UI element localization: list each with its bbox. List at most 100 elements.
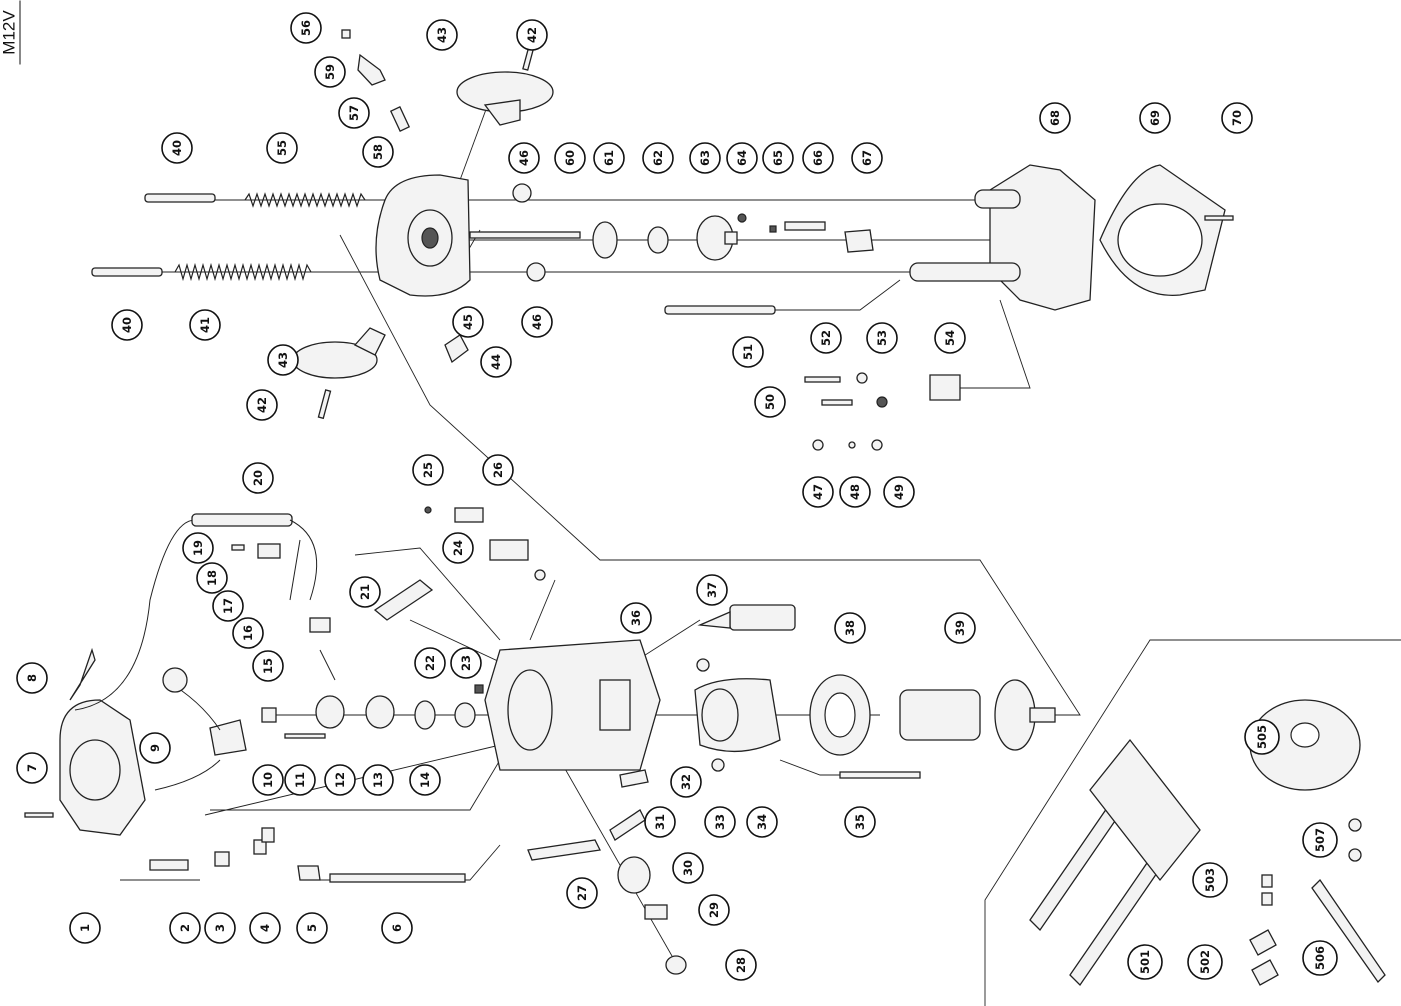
callout-label: 50: [763, 394, 777, 410]
callout-label: 44: [489, 354, 503, 370]
callout-22-21: 22: [414, 647, 446, 679]
callout-label: 6: [390, 924, 404, 932]
callout-label: 17: [221, 598, 235, 614]
upper-assembly: [91, 29, 1234, 451]
callout-60-63: 60: [554, 142, 586, 174]
callout-51-54: 51: [732, 336, 764, 368]
callout-64-67: 64: [726, 142, 758, 174]
callout-label: 43: [276, 352, 290, 368]
callout-65-68: 65: [762, 142, 794, 174]
callout-24-23: 24: [442, 532, 474, 564]
callout-label: 54: [943, 330, 957, 346]
callout-40-39: 40: [161, 132, 193, 164]
callout-61-64: 61: [593, 142, 625, 174]
callout-28-27: 28: [725, 949, 757, 981]
callout-20-19: 20: [242, 462, 274, 494]
callout-label: 13: [371, 772, 385, 788]
callout-label: 69: [1148, 110, 1162, 126]
callout-30-29: 30: [672, 852, 704, 884]
callout-label: 503: [1203, 868, 1217, 892]
callout-11-10: 11: [284, 764, 316, 796]
lower-assembly: [24, 506, 1056, 975]
callout-69-72: 69: [1139, 102, 1171, 134]
callout-label: 60: [563, 150, 577, 166]
callout-label: 24: [451, 540, 465, 556]
callout-label: 502: [1198, 950, 1212, 974]
callout-16-15: 16: [232, 617, 264, 649]
callout-label: 67: [860, 150, 874, 166]
callout-57-60: 57: [338, 97, 370, 129]
callout-label: 68: [1048, 110, 1062, 126]
callout-3-2: 3: [204, 912, 236, 944]
callout-502-75: 502: [1187, 944, 1223, 980]
callout-label: 66: [811, 150, 825, 166]
callout-label: 7: [25, 764, 39, 772]
callout-70-73: 70: [1221, 102, 1253, 134]
callout-label: 22: [423, 655, 437, 671]
callout-42-43: 42: [246, 389, 278, 421]
callout-45-47: 45: [452, 306, 484, 338]
callout-label: 14: [418, 772, 432, 788]
callout-label: 21: [358, 584, 372, 600]
callout-label: 16: [241, 625, 255, 641]
callout-55-58: 55: [266, 132, 298, 164]
callout-label: 4: [258, 924, 272, 932]
callout-67-70: 67: [851, 142, 883, 174]
callout-label: 12: [333, 772, 347, 788]
accessory-box: [984, 639, 1401, 1006]
callout-label: 34: [755, 814, 769, 830]
callout-46-48: 46: [508, 142, 540, 174]
callout-label: 61: [602, 150, 616, 166]
callout-12-11: 12: [324, 764, 356, 796]
callout-14-13: 14: [409, 764, 441, 796]
callout-47-50: 47: [802, 476, 834, 508]
callout-35-34: 35: [844, 806, 876, 838]
callout-501-74: 501: [1127, 944, 1163, 980]
callout-label: 59: [323, 64, 337, 80]
callout-label: 25: [421, 462, 435, 478]
callout-2-1: 2: [169, 912, 201, 944]
callout-62-65: 62: [642, 142, 674, 174]
callout-label: 501: [1138, 950, 1152, 974]
callout-label: 507: [1313, 828, 1327, 852]
callout-8-7: 8: [16, 662, 48, 694]
callout-label: 65: [771, 150, 785, 166]
callout-63-66: 63: [689, 142, 721, 174]
callout-label: 27: [575, 885, 589, 901]
callout-label: 51: [741, 344, 755, 360]
callout-label: 47: [811, 484, 825, 500]
callout-label: 1: [78, 924, 92, 932]
callout-59-62: 59: [314, 56, 346, 88]
callout-38-37: 38: [834, 612, 866, 644]
callout-48-51: 48: [839, 476, 871, 508]
callout-label: 42: [525, 27, 539, 43]
callout-label: 42: [255, 397, 269, 413]
callout-label: 11: [293, 772, 307, 788]
callout-label: 58: [371, 144, 385, 160]
callout-label: 39: [953, 620, 967, 636]
callout-label: 3: [213, 924, 227, 932]
callout-50-53: 50: [754, 386, 786, 418]
callout-34-33: 34: [746, 806, 778, 838]
callout-53-56: 53: [866, 322, 898, 354]
callout-label: 26: [491, 462, 505, 478]
callout-21-20: 21: [349, 576, 381, 608]
callout-32-31: 32: [670, 766, 702, 798]
callout-label: 33: [713, 814, 727, 830]
callout-label: 30: [681, 860, 695, 876]
callout-label: 45: [461, 314, 475, 330]
callout-40-40: 40: [111, 309, 143, 341]
callout-label: 35: [853, 814, 867, 830]
callout-label: 57: [347, 105, 361, 121]
callout-1-0: 1: [69, 912, 101, 944]
callout-31-30: 31: [644, 806, 676, 838]
callout-label: 49: [892, 484, 906, 500]
callout-label: 18: [205, 570, 219, 586]
callout-36-35: 36: [620, 602, 652, 634]
callout-label: 55: [275, 140, 289, 156]
callout-label: 40: [170, 140, 184, 156]
callout-43-45: 43: [267, 344, 299, 376]
callout-label: 31: [653, 814, 667, 830]
callout-507-79: 507: [1302, 822, 1338, 858]
